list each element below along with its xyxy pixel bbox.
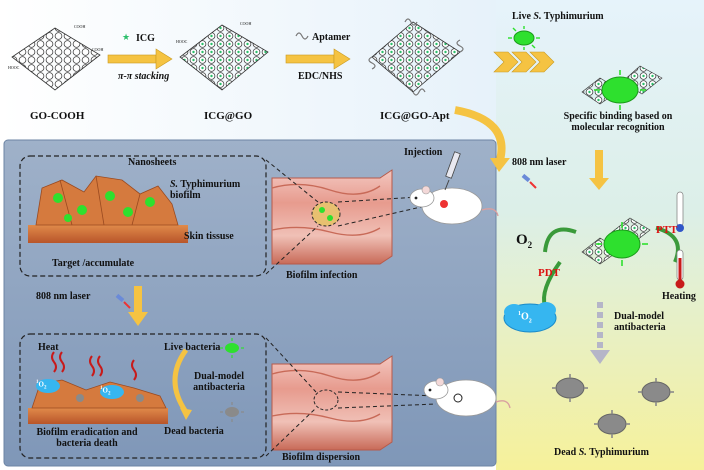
laser-icon-left — [115, 293, 131, 309]
icg-star-icon: ★ — [122, 32, 130, 42]
label-icg: ICG — [136, 33, 155, 44]
live-bacterium-icon — [508, 26, 540, 50]
pdt-arrow — [543, 227, 577, 253]
skin-block-dispersion — [271, 355, 393, 451]
label-hooc-2: HOOC — [176, 39, 188, 44]
thermometer-icon — [675, 191, 685, 289]
label-heat: Heat — [38, 342, 59, 353]
label-singlet-oxygen-left-2: 1O2 — [100, 386, 111, 397]
label-cooh-2: COOH — [92, 47, 104, 52]
biofilm-tissue-top — [28, 175, 188, 243]
therapy-complex — [581, 217, 651, 266]
label-dead-typhimurium: Dead S. Typhimurium — [554, 447, 649, 458]
zoom-lines — [265, 159, 437, 457]
label-icg-go-apt: ICG@GO-Apt — [380, 110, 450, 122]
label-laser-right: 808 nm laser — [512, 157, 567, 168]
label-aptamer: Aptamer — [312, 32, 351, 43]
conversion-arrow — [172, 348, 189, 414]
label-icg-go: ICG@GO — [204, 110, 253, 122]
mouse-top — [409, 185, 499, 225]
singlet-oxygen-cloud-right — [503, 302, 557, 333]
go-cooh-sheet — [11, 27, 101, 91]
label-nanosheets: Nanosheets — [128, 157, 177, 168]
arrow-icg-step: ★ — [107, 32, 173, 70]
icg-go-sheet — [179, 24, 269, 91]
label-target: Target /accumulate — [52, 258, 135, 269]
label-biofilm-dispersion: Biofilm dispersion — [282, 452, 361, 463]
label-dead-bacteria: Dead bacteria — [164, 426, 224, 437]
label-go-cooh: GO-COOH — [30, 110, 85, 122]
label-singlet-oxygen-right: 1O2 — [518, 311, 532, 325]
live-bacteria-icon — [220, 338, 244, 358]
label-injection: Injection — [404, 147, 443, 158]
arrow-aptamer-step — [285, 32, 351, 70]
skin-block-infection — [271, 169, 393, 265]
dead-bacteria-icon — [220, 402, 244, 422]
eradication-box — [19, 333, 267, 459]
arrow-down-right-1 — [589, 150, 609, 190]
label-ptt: PTT — [656, 224, 678, 236]
aptamer-icon — [295, 32, 309, 40]
label-o2: O2 — [516, 232, 533, 250]
arrow-gray-down — [590, 302, 610, 364]
conversion-arrowhead — [180, 408, 192, 420]
syringe-icon — [444, 151, 461, 191]
arrow-curve-injection — [454, 106, 510, 172]
laser-icon-right — [521, 173, 537, 189]
biofilm-tissue-bottom — [28, 351, 168, 424]
chevron-arrows — [493, 51, 555, 73]
target-box — [19, 155, 267, 277]
label-cooh-1: COOH — [74, 24, 86, 29]
dead-bacteria-right — [552, 374, 674, 438]
label-edc-nhs: EDC/NHS — [298, 71, 343, 82]
label-pi-stacking: π-π stacking — [118, 71, 170, 82]
binding-complex — [581, 65, 663, 110]
mouse-bottom — [423, 377, 511, 417]
ptt-arrow — [655, 226, 680, 263]
label-cooh-3: COOH — [240, 21, 252, 26]
label-skin-tissue: Skin tissuse — [184, 231, 234, 242]
label-live-typhimurium: Live S. Typhimurium — [512, 11, 604, 22]
label-heating: Heating — [662, 291, 696, 302]
arrow-down-left — [128, 286, 148, 326]
label-hooc-1: HOOC — [8, 65, 20, 70]
label-biofilm-infection: Biofilm infection — [286, 270, 358, 281]
icg-go-apt-sheet — [368, 18, 464, 96]
label-laser-left: 808 nm laser — [36, 291, 91, 302]
label-singlet-oxygen-left-1: 1O2 — [36, 380, 47, 391]
label-pdt: PDT — [538, 267, 560, 279]
label-live-bacteria: Live bacteria — [164, 342, 221, 353]
